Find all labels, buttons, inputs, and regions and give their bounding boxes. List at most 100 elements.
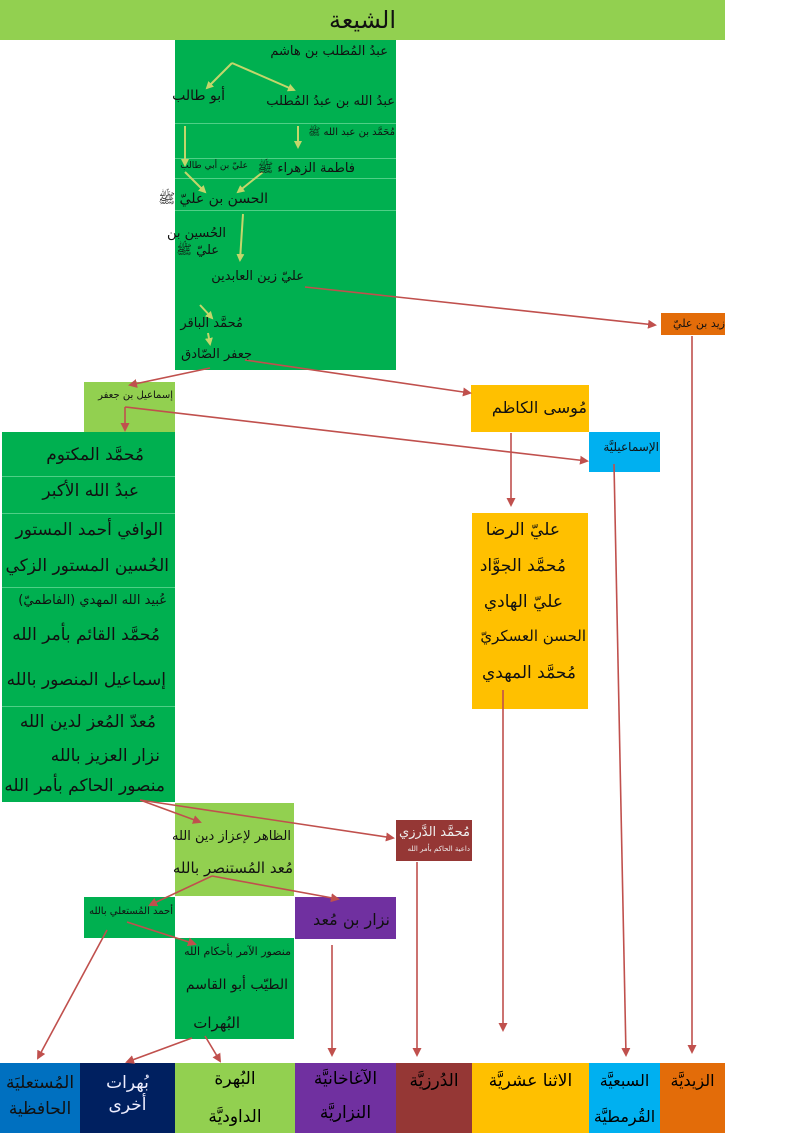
node-zahir: الظاهر لإعزاز دين الله: [171, 829, 291, 844]
fatimid-imam-4: الحُسين المستور الزكي: [5, 556, 169, 576]
arrow-green: [184, 171, 207, 194]
arrow-green: [231, 62, 296, 92]
node-ismailiyya: الإسماعيليَّة: [603, 440, 659, 454]
arrow-red: [613, 463, 631, 1057]
sect-seveners: السبعيَّة القُرمطيَّة: [589, 1063, 660, 1133]
fatimid-imam-5: عُبيد الله المهدي (الفاطميّ): [18, 593, 167, 608]
zayd-block: [661, 313, 725, 335]
arrow-red: [148, 875, 213, 907]
arrow-red: [211, 875, 340, 903]
node-zayd: زيد بن عليّ: [673, 317, 725, 330]
node-tayyib: الطيّب أبو القاسم: [185, 977, 288, 993]
fatimid-imam-7: إسماعيل المنصور بالله: [6, 670, 166, 690]
arrow-red: [204, 1035, 222, 1063]
sect-zaydiyya-label: الزيديَّة: [670, 1071, 715, 1090]
arrow-red: [139, 799, 395, 842]
sect-zaydiyya: الزيديَّة: [660, 1063, 725, 1133]
twelver-imam-1: عليّ الرضا: [485, 520, 560, 540]
fatimid-imam-10: منصور الحاكم بأمر الله: [4, 776, 165, 796]
sect-other-bohras: بُهرات أخرى: [80, 1063, 175, 1133]
arrow-green: [204, 332, 213, 346]
node-fatima: فاطمة الزهراء ﷺ: [257, 161, 355, 176]
row-divider: [175, 158, 396, 159]
row-divider: [2, 706, 175, 707]
node-abd-almuttalib: عبدُ المُطلب بن هاشم: [270, 44, 388, 59]
sect-mustaliyya-line2: الحافظية: [8, 1099, 72, 1119]
ismailiyya-block: [589, 432, 660, 472]
sect-dawoodi-line1: البُهرة: [214, 1069, 256, 1089]
node-darazi-line1: مُحمَّد الدَّرزي: [399, 825, 470, 840]
sect-twelver: الاثنا عشريَّة: [472, 1063, 589, 1133]
sect-twelver-label: الاثنا عشريَّة: [488, 1071, 573, 1091]
sect-other-bohras-line1: بُهرات: [106, 1073, 149, 1093]
fatimid-imam-2: عبدُ الله الأكبر: [42, 481, 139, 501]
fatimid-imam-6: مُحمَّد القائم بأمر الله: [12, 625, 160, 645]
node-zayn-alabidin: عليّ زين العابدين: [211, 269, 304, 284]
sect-nizari: الآغاخانيَّة النزاريَّة: [295, 1063, 396, 1133]
node-muhammad-prophet: مُحَمَّد بن عبد الله ﷺ: [308, 127, 395, 138]
arrow-green: [199, 304, 214, 320]
row-divider: [175, 123, 396, 124]
node-husayn-line2: عليّ ﷺ: [176, 243, 219, 258]
arrow-red: [304, 286, 657, 329]
row-divider: [175, 210, 396, 211]
sect-nizari-line2: النزاريَّة: [319, 1103, 372, 1123]
sect-dawoodi-line2: الداوديَّة: [208, 1107, 262, 1127]
sect-dawoodi: البُهرة الداوديَّة: [175, 1063, 295, 1133]
arrow-green: [205, 62, 233, 90]
fatimid-block: [2, 432, 175, 802]
fatimid-imam-1: مُحمَّد المكتوم: [46, 445, 144, 465]
node-darazi-line2: داعية الحاكم بأمر الله: [407, 845, 470, 853]
arrow-red: [244, 359, 472, 397]
node-mustansir: مُعد المُستنصر بالله: [172, 859, 293, 877]
diagram-title: الشيعة: [328, 6, 397, 34]
arrow-green: [236, 171, 264, 194]
node-mustali: أحمد المُستعلي بالله: [89, 906, 173, 917]
sect-mustaliyya-line1: المُستعليَة: [5, 1073, 75, 1093]
node-nizar: نزار بن مُعد: [313, 910, 390, 929]
sect-seveners-line1: السبعيَّة: [599, 1071, 650, 1090]
node-sadiq: جعفر الصّادق: [181, 347, 252, 362]
row-divider: [2, 476, 175, 477]
arrow-red: [126, 921, 197, 947]
darazi-block: [396, 820, 472, 861]
twelver-imam-2: مُحمَّد الجوَّاد: [479, 556, 566, 576]
title-bar: [0, 0, 725, 40]
node-hasan: الحسن بن عليّ ﷺ: [158, 191, 268, 207]
node-musa: مُوسى الكاظم: [491, 398, 587, 417]
twelver-imams-block: [472, 513, 588, 709]
arrow-red: [128, 367, 211, 388]
node-ismail: إسماعيل بن جعفر: [98, 390, 173, 401]
node-bohras: البُهرات: [193, 1014, 240, 1032]
node-abdullah: عبدُ الله بن عبدُ المُطلب: [266, 94, 395, 109]
fatimid-imam-9: نزار العزيز بالله: [50, 746, 160, 766]
nizar-block: [295, 897, 396, 939]
row-divider: [2, 513, 175, 514]
row-divider: [2, 587, 175, 588]
node-amir: منصور الآمر بأحكام الله: [184, 945, 291, 958]
arrow-red: [37, 929, 108, 1060]
node-husayn-line1: الحُسين بن: [166, 226, 226, 241]
arrow-red: [124, 406, 589, 465]
node-ali-ibn-abi-talib: عليّ بن أبي طالب: [180, 161, 248, 171]
sect-nizari-line1: الآغاخانيَّة: [313, 1069, 378, 1089]
bohra-lineage-block: [175, 938, 294, 1039]
musa-block: [471, 385, 589, 432]
arrow-green: [236, 213, 245, 262]
sect-druze: الدُرزيَّة: [396, 1063, 472, 1133]
node-abu-talib: أبو طالب: [172, 88, 225, 104]
twelver-imam-5: مُحمَّد المهدي: [481, 663, 576, 683]
arrow-red: [139, 799, 202, 824]
twelver-imam-3: عليّ الهادي: [483, 592, 563, 612]
sect-druze-label: الدُرزيَّة: [409, 1071, 459, 1091]
twelver-imam-4: الحسن العسكريّ: [480, 627, 586, 645]
mustali-block: [84, 897, 175, 938]
fatimid-imam-3: الوافي أحمد المستور: [15, 520, 163, 540]
sect-seveners-line2: القُرمطيَّة: [593, 1107, 656, 1126]
sect-other-bohras-line2: أخرى: [108, 1095, 147, 1115]
row-divider: [175, 178, 396, 179]
node-baqir: مُحمَّد الباقر: [180, 316, 243, 331]
sect-mustaliyya: المُستعليَة الحافظية: [0, 1063, 80, 1133]
fatimid-imam-8: مُعدّ المُعز لدين الله: [19, 712, 156, 732]
